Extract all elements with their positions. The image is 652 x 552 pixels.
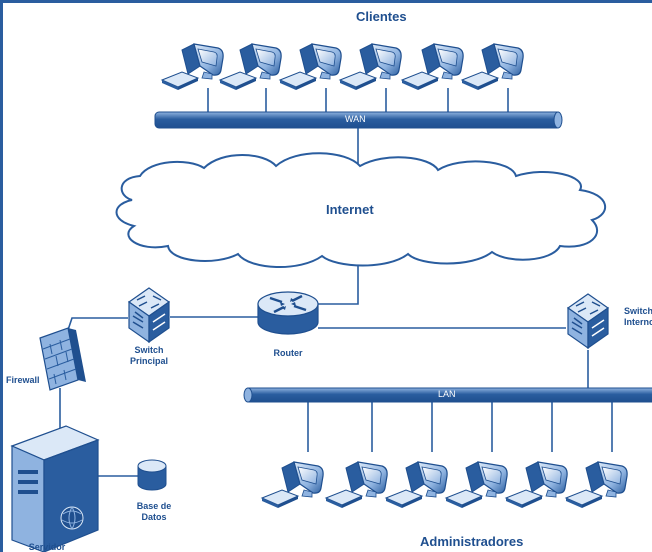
internal-switch-icon bbox=[567, 293, 609, 349]
internal-switch-label: Switch Interno bbox=[624, 307, 652, 327]
database-label-line-1: Base de bbox=[136, 501, 172, 511]
internet-cloud bbox=[115, 152, 607, 268]
main-switch-label: Switch Principal bbox=[121, 346, 177, 366]
client-computer-1 bbox=[161, 43, 224, 91]
wan-bus-label: WAN bbox=[345, 114, 366, 124]
client-computer-6 bbox=[461, 43, 524, 91]
admin-computer-3 bbox=[385, 461, 448, 509]
internet-to-router-link bbox=[314, 250, 359, 305]
admin-computer-2 bbox=[325, 461, 388, 509]
wan-bus bbox=[154, 111, 563, 129]
lan-bus-label: LAN bbox=[438, 389, 456, 399]
client-computer-3 bbox=[279, 43, 342, 91]
router-label: Router bbox=[273, 348, 303, 358]
client-computer-4 bbox=[339, 43, 402, 91]
admins-group-label: Administradores bbox=[420, 534, 524, 549]
admin-computer-6 bbox=[565, 461, 628, 509]
admin-computer-5 bbox=[505, 461, 568, 509]
frame-border-top bbox=[0, 0, 652, 3]
database-icon bbox=[137, 459, 167, 491]
database-label-line-2: Datos bbox=[141, 512, 167, 522]
frame-border-left bbox=[0, 0, 3, 552]
main-switch-label-line-2: Principal bbox=[129, 356, 168, 366]
internet-cloud-label: Internet bbox=[326, 202, 374, 217]
client-computer-5 bbox=[401, 43, 464, 91]
admin-computer-1 bbox=[261, 461, 324, 509]
main-switch-label-line-1: Switch bbox=[134, 345, 164, 355]
firewall-label: Firewall bbox=[6, 375, 40, 385]
admin-computer-4 bbox=[445, 461, 508, 509]
firewall-icon bbox=[39, 327, 86, 391]
server-label: Servidor bbox=[28, 542, 66, 552]
internal-switch-label-line-2: Interno bbox=[624, 317, 652, 327]
server-icon bbox=[10, 425, 100, 552]
clients-group-label: Clientes bbox=[356, 9, 407, 24]
client-computer-2 bbox=[219, 43, 282, 91]
switch-to-firewall-link bbox=[67, 317, 128, 331]
router-icon bbox=[257, 291, 319, 335]
database-label: Base de Datos bbox=[126, 502, 182, 522]
main-switch-icon bbox=[128, 287, 170, 343]
lan-bus bbox=[243, 387, 652, 403]
internal-switch-label-line-1: Switch bbox=[624, 307, 652, 316]
